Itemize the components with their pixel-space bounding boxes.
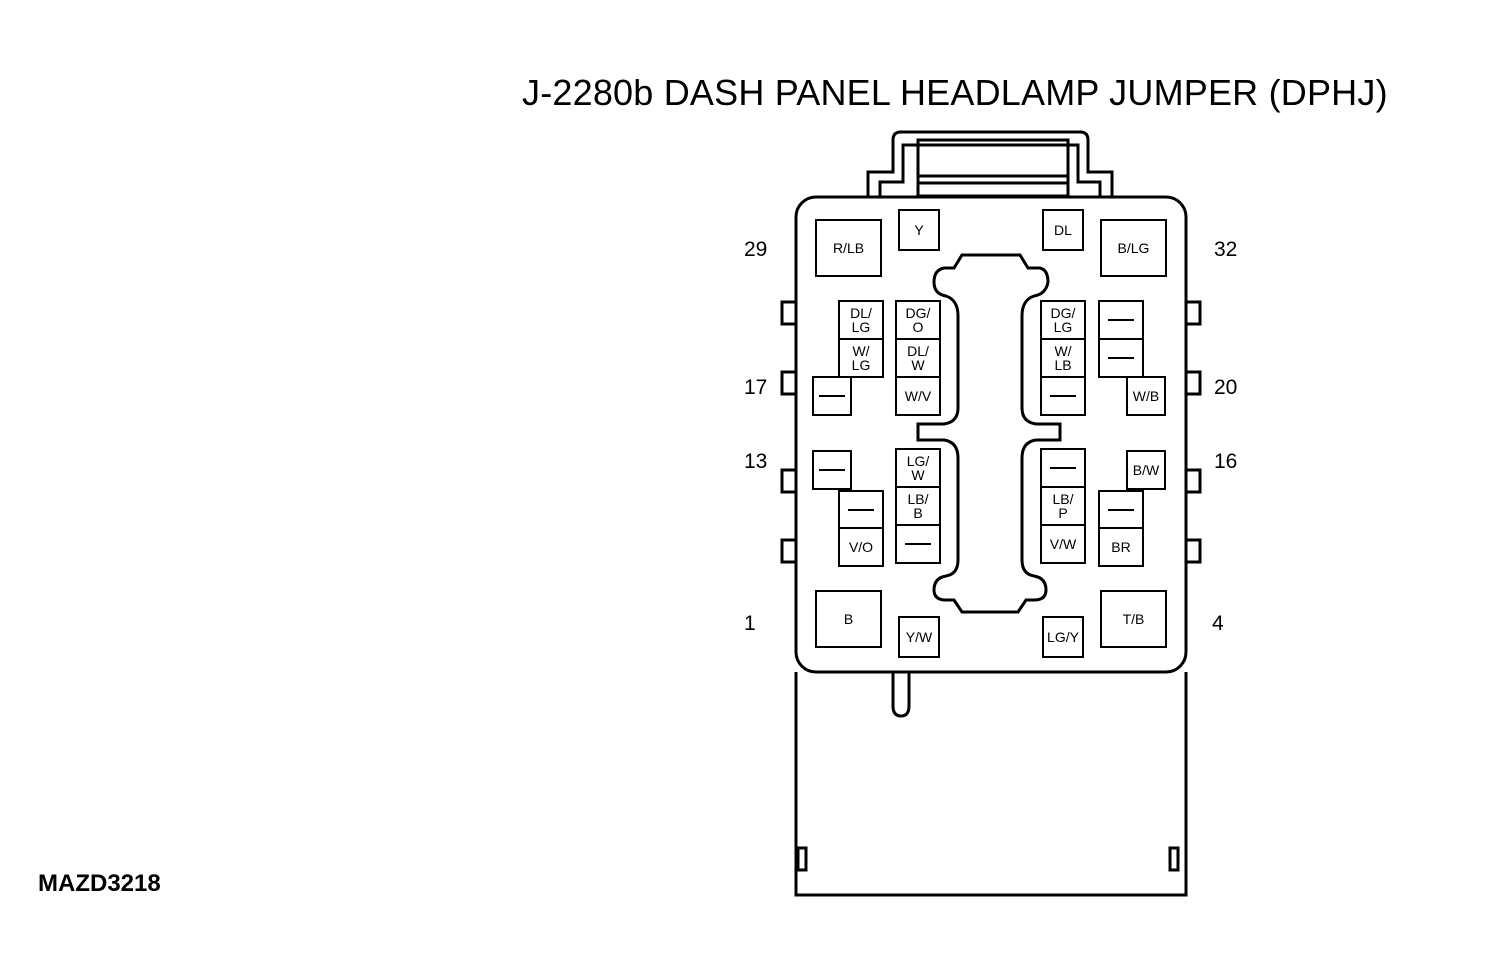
cavity-label: BR <box>1111 539 1131 555</box>
cavity-w-v: W/V <box>895 376 941 416</box>
cavity-w-lg: W/LG <box>838 338 884 378</box>
cavity-label: B/W <box>1132 462 1160 478</box>
empty-cavity-mark <box>819 469 845 471</box>
pin-number-20: 20 <box>1214 376 1238 399</box>
cavity-dl-w: DL/W <box>895 338 941 378</box>
cavity-w-lb: W/LB <box>1040 338 1086 378</box>
pin-number-17: 17 <box>744 376 768 399</box>
empty-cavity-mark <box>1108 319 1134 321</box>
cavity-label: W/LG <box>851 343 871 373</box>
cavity-empty-lower-mid-right <box>1040 448 1086 488</box>
cavity-label: W/LB <box>1054 343 1072 373</box>
cavity-y-w: Y/W <box>898 616 940 658</box>
pin-number-4: 4 <box>1212 612 1224 635</box>
cavity-label: W/V <box>904 388 932 404</box>
cavity-empty-lower-mid-left <box>895 524 941 564</box>
cavity-b-lg: B/LG <box>1100 219 1167 277</box>
pin-number-13: 13 <box>744 450 768 473</box>
empty-cavity-mark <box>819 395 845 397</box>
cavity-b-w: B/W <box>1126 450 1166 490</box>
cavity-label: DL <box>1054 222 1072 238</box>
cavity-label: DG/LG <box>1050 305 1076 335</box>
diagram-code: MAZD3218 <box>38 870 161 897</box>
diagram-title: J-2280b DASH PANEL HEADLAMP JUMPER (DPHJ… <box>522 72 1388 113</box>
cavity-empty-lower-left <box>838 490 884 530</box>
cavity-empty-lower-right <box>1098 490 1144 530</box>
cavity-dg-o: DG/O <box>895 300 941 340</box>
cavity-lb-p: LB/P <box>1040 486 1086 526</box>
cavity-dl-lg: DL/LG <box>838 300 884 340</box>
cavity-label: Y <box>914 222 924 238</box>
cavity-label: B <box>843 611 854 627</box>
pin-number-16: 16 <box>1214 450 1238 473</box>
cavity-empty-upper-right <box>1040 376 1086 416</box>
cavity-label: DG/O <box>905 305 931 335</box>
cavity-lb-b: LB/B <box>895 486 941 526</box>
cavity-br: BR <box>1098 527 1144 567</box>
cavity-label: DL/LG <box>850 305 872 335</box>
empty-cavity-mark <box>1050 467 1076 469</box>
cavity-dg-lg: DG/LG <box>1040 300 1086 340</box>
cavity-label: W/B <box>1132 388 1160 404</box>
cavity-lg-w: LG/W <box>895 448 941 488</box>
cavity-b: B <box>815 590 882 648</box>
cavity-v-w: V/W <box>1040 524 1086 564</box>
cavity-empty-upper-right-a <box>1098 300 1144 340</box>
cavity-label: T/B <box>1122 611 1145 627</box>
cavity-lg-y: LG/Y <box>1042 616 1084 658</box>
empty-cavity-mark <box>848 509 874 511</box>
cavity-empty-13 <box>812 450 852 490</box>
cavity-y: Y <box>898 209 940 251</box>
pin-number-32: 32 <box>1214 238 1238 261</box>
empty-cavity-mark <box>1108 509 1134 511</box>
pin-number-29: 29 <box>744 238 768 261</box>
empty-cavity-mark <box>905 543 931 545</box>
empty-cavity-mark <box>1108 357 1134 359</box>
cavity-label: B/LG <box>1117 240 1150 256</box>
cavity-r-lb: R/LB <box>815 219 882 277</box>
pin-number-1: 1 <box>744 612 756 635</box>
cavity-label: LG/W <box>906 453 930 483</box>
cavity-label: LB/B <box>907 491 929 521</box>
cavity-label: V/W <box>1049 536 1077 552</box>
cavity-label: LB/P <box>1052 491 1074 521</box>
empty-cavity-mark <box>1050 395 1076 397</box>
cavity-label: Y/W <box>905 629 933 645</box>
cavity-dl: DL <box>1042 209 1084 251</box>
cavity-w-b: W/B <box>1126 376 1166 416</box>
cavity-label: LG/Y <box>1047 629 1079 645</box>
cavity-label: DL/W <box>907 343 929 373</box>
cavity-v-o: V/O <box>838 527 884 567</box>
cavity-t-b: T/B <box>1100 590 1167 648</box>
cavity-label: R/LB <box>832 240 865 256</box>
cavity-label: V/O <box>848 539 874 555</box>
cavity-empty-upper-right-b <box>1098 338 1144 378</box>
cavity-empty-17 <box>812 376 852 416</box>
